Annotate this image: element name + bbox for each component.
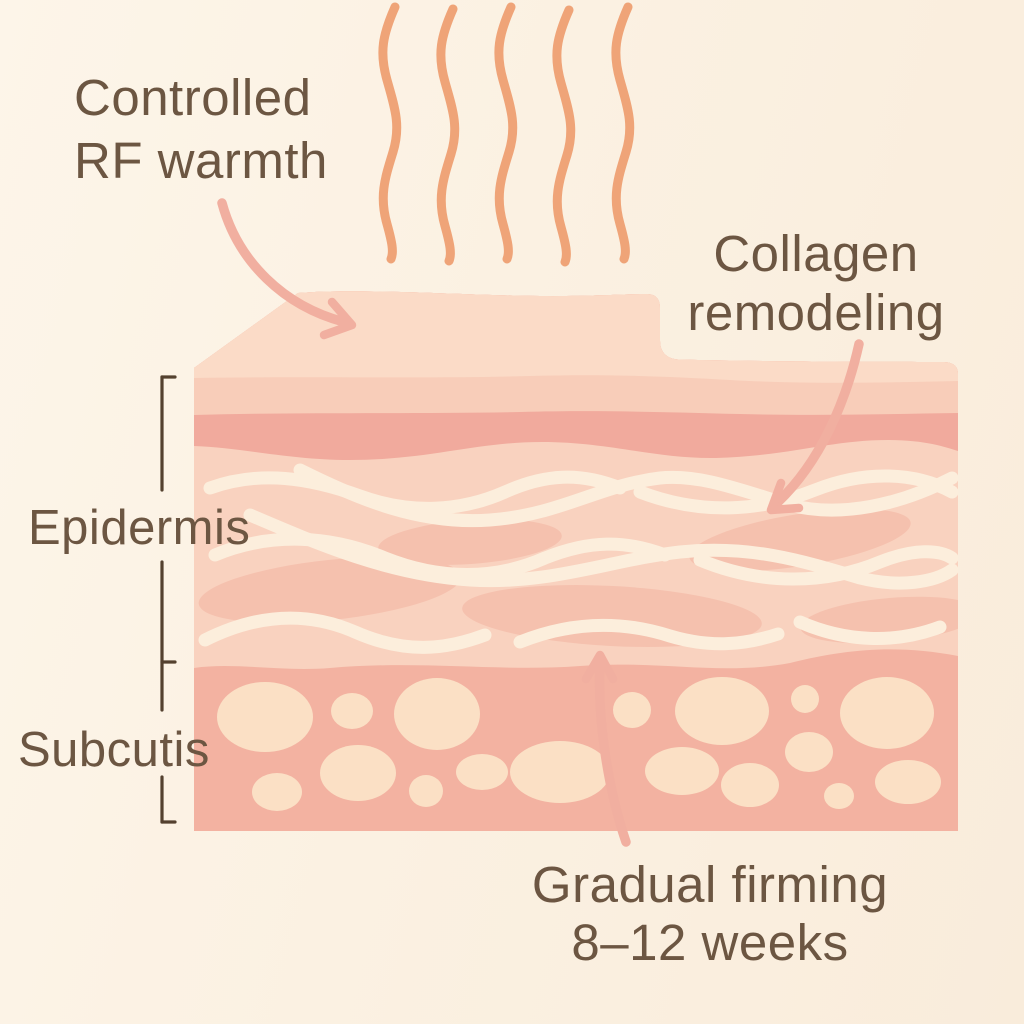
rf-wave-icon bbox=[494, 2, 518, 264]
fat-cells bbox=[217, 677, 941, 811]
rf-warmth-arrow bbox=[217, 198, 349, 327]
firming-label-line1: Gradual firming bbox=[531, 856, 889, 913]
fat-cell bbox=[320, 745, 396, 801]
collagen-label-line1: Collagen bbox=[713, 225, 919, 282]
rf-warmth-label-line2: RF warmth bbox=[74, 132, 328, 189]
fat-cell bbox=[840, 677, 934, 749]
collagen-remodeling-label: Collagen remodeling bbox=[649, 224, 983, 342]
collagen-fiber bbox=[293, 463, 958, 528]
fat-cell bbox=[331, 693, 373, 729]
collagen-fiber bbox=[513, 618, 785, 651]
rf-wave-icon bbox=[378, 2, 402, 264]
fat-cell bbox=[510, 741, 610, 803]
fat-cell bbox=[409, 775, 443, 807]
firming-arrow bbox=[594, 657, 631, 847]
firming-arrowhead-icon bbox=[581, 650, 618, 684]
fat-cell bbox=[456, 754, 508, 790]
collagen-arrowhead-icon bbox=[766, 478, 804, 515]
annotation-arrows bbox=[217, 198, 864, 847]
fat-cell bbox=[875, 760, 941, 804]
subcutis-label: Subcutis bbox=[18, 723, 210, 777]
gradual-firming-label: Gradual firming 8–12 weeks bbox=[505, 856, 915, 972]
firming-label-line2: 8–12 weeks bbox=[571, 914, 849, 971]
rf-warmth-label-line1: Controlled bbox=[74, 69, 312, 126]
rf-wave-icon bbox=[436, 4, 460, 266]
skin-cross-section bbox=[194, 291, 958, 831]
fat-cell bbox=[791, 685, 819, 713]
rf-wave-icon bbox=[552, 5, 576, 267]
fat-cell bbox=[645, 747, 719, 795]
fat-cell bbox=[675, 677, 769, 745]
fat-cell bbox=[252, 773, 302, 811]
fat-cell bbox=[394, 678, 480, 750]
collagen-label-line2: remodeling bbox=[687, 284, 945, 341]
collagen-fibers bbox=[198, 463, 958, 654]
rf-wave-icon bbox=[611, 2, 635, 264]
rf-warmth-arrowhead-icon bbox=[319, 297, 357, 340]
collagen-fiber bbox=[243, 508, 958, 590]
fat-cell bbox=[785, 732, 833, 772]
fat-cell bbox=[824, 783, 854, 809]
collagen-fiber bbox=[693, 545, 958, 586]
fat-cell bbox=[217, 682, 313, 752]
collagen-fiber bbox=[633, 469, 958, 515]
rf-waves bbox=[378, 2, 635, 267]
collagen-fiber bbox=[793, 615, 947, 645]
collagen-arrow bbox=[773, 339, 864, 507]
epidermis-label: Epidermis bbox=[28, 501, 251, 555]
collagen-fiber bbox=[198, 611, 492, 654]
fat-cell bbox=[721, 763, 779, 807]
fat-cell bbox=[613, 692, 651, 728]
collagen-fiber bbox=[203, 470, 627, 515]
layer-bracket bbox=[160, 375, 177, 824]
rf-warmth-label: Controlled RF warmth bbox=[74, 66, 328, 192]
dermis-shadow-blob bbox=[378, 519, 562, 565]
